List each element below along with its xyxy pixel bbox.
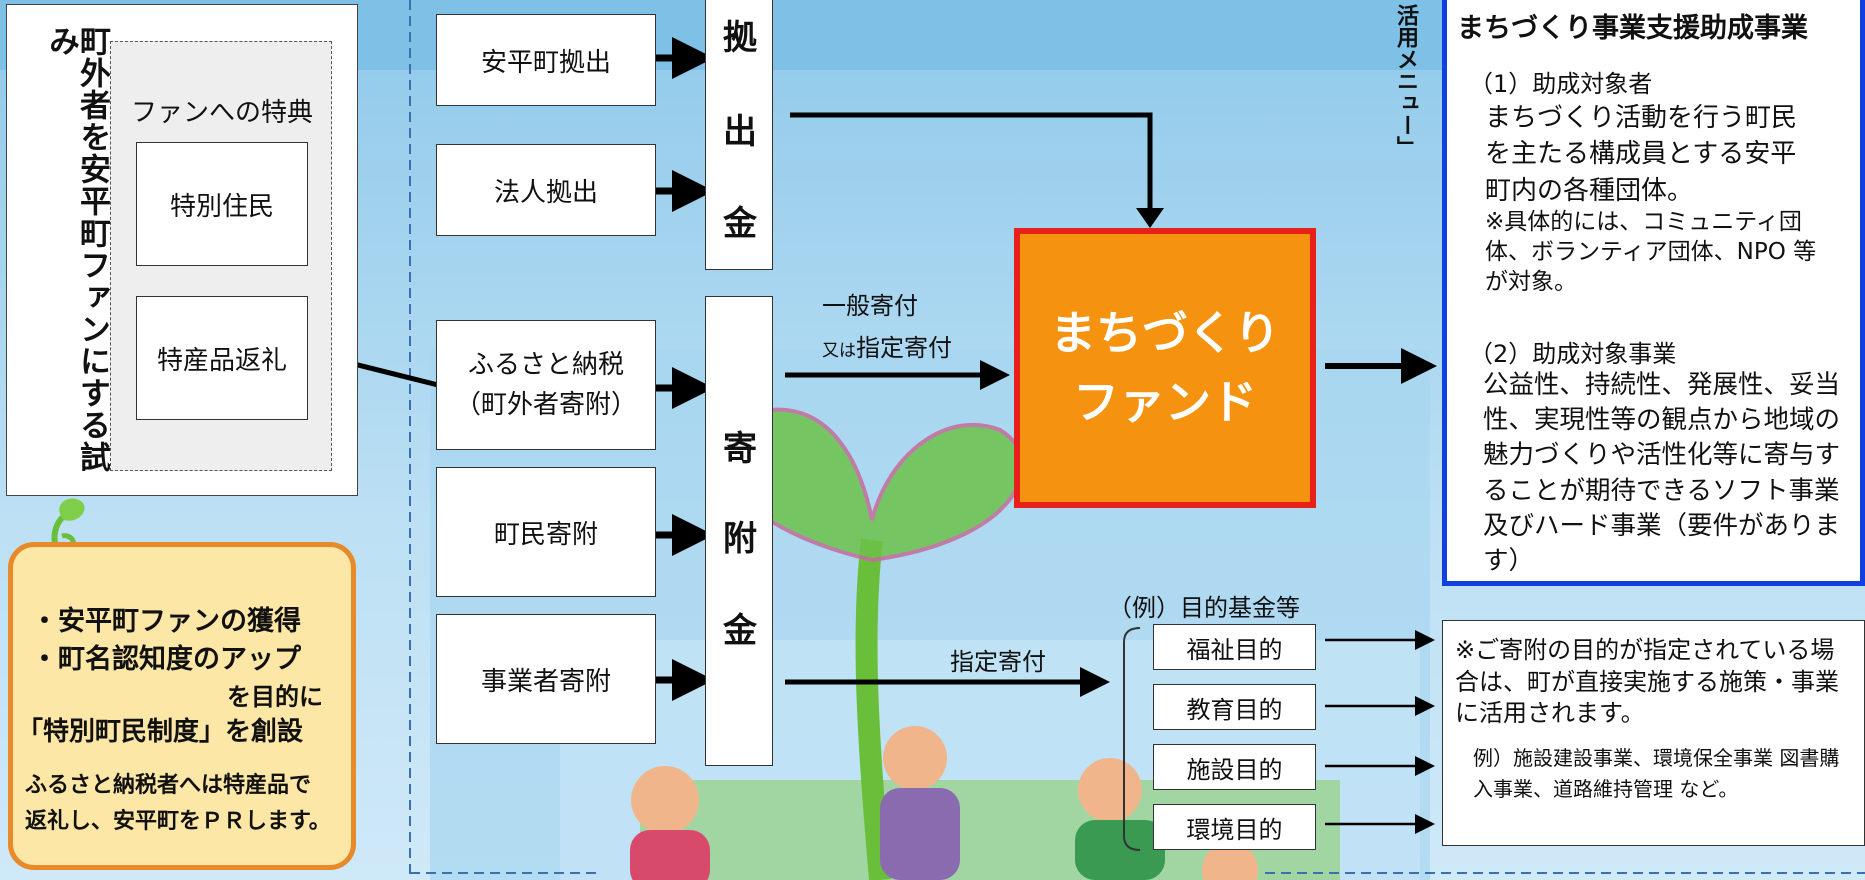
menu-vertical-label: 活用メニュー」	[1393, 4, 1418, 158]
kifu-column: 寄 附 金	[705, 296, 773, 766]
example-heading: （例）目的基金等	[1108, 594, 1300, 622]
fund-line-1: まちづくり	[1050, 306, 1280, 360]
source-furusato: ふるさと納税 （町外者寄附）	[436, 320, 656, 450]
label-ippan: 一般寄付	[822, 292, 918, 320]
fund-line-2: ファンド	[1073, 375, 1257, 429]
fund-shisetsu: 施設目的	[1153, 744, 1316, 790]
goal-box: ・安平町ファンの獲得 ・町名認知度のアップ を目的に 「特別町民制度」を創設 ふ…	[8, 542, 356, 870]
goal-note-2: 返礼し、安平町をＰＲします。	[25, 809, 331, 834]
fund-kyoiku: 教育目的	[1153, 684, 1316, 730]
label-shitei-2: 指定寄付	[950, 648, 1046, 676]
designated-text: ※ご寄附の目的が指定されている場合は、町が直接実施する施策・事業に活用されます。	[1455, 636, 1839, 728]
kyoshutsu-column: 拠 出 金	[705, 0, 773, 270]
menu-title: まちづくり事業支援助成事業	[1457, 13, 1808, 44]
menu-sec1-note: ※具体的には、コミュニティ団体、ボランティア団体、NPO 等が対象。	[1485, 209, 1817, 295]
source-furusato-line1: ふるさと納税	[467, 349, 624, 380]
kyoshutsu-char-3: 金	[723, 204, 757, 244]
menu-sec1-head: （1）助成対象者	[1469, 70, 1653, 98]
fan-heading: ファンへの特典	[130, 98, 313, 128]
source-hojin: 法人拠出	[436, 144, 656, 236]
machizukuri-fund: まちづくり ファンド	[1014, 228, 1316, 508]
label-matawa: 又は	[822, 341, 856, 361]
left-vertical-title: 町外者を安平町ファンにする試み	[43, 25, 110, 473]
fan-benefit-area: ファンへの特典 特別住民 特産品返礼	[110, 41, 332, 471]
label-matawa-shitei: 又は指定寄付	[822, 328, 952, 363]
kifu-char-1: 寄	[723, 429, 757, 469]
designated-note-box: ※ご寄附の目的が指定されている場合は、町が直接実施する施策・事業に活用されます。…	[1442, 620, 1865, 846]
arrow-kyoshutsu-to-fund	[790, 112, 1153, 210]
menu-sec2-head: （2）助成対象事業	[1469, 340, 1677, 368]
source-anpira: 安平町拠出	[436, 14, 656, 106]
goal-line-4: 「特別町民制度」を創設	[17, 717, 304, 747]
kifu-char-2: 附	[723, 519, 757, 559]
goal-bullet-1: ・安平町ファンの獲得	[31, 606, 301, 637]
menu-box: まちづくり事業支援助成事業 （1）助成対象者 まちづくり活動を行う町民を主たる構…	[1442, 0, 1865, 586]
menu-sec1-body: まちづくり活動を行う町民を主たる構成員とする安平町内の各種団体。	[1485, 103, 1798, 206]
kyoshutsu-char-2: 出	[723, 112, 757, 152]
source-furusato-line2: （町外者寄附）	[454, 390, 637, 420]
source-jigyosha: 事業者寄附	[436, 614, 656, 744]
left-panel: 町外者を安平町ファンにする試み ファンへの特典 特別住民 特産品返礼	[6, 4, 358, 496]
designated-example: 例）施設建設事業、環境保全事業 図書購入事業、道路維持管理 など。	[1473, 746, 1840, 801]
kyoshutsu-char-1: 拠	[723, 18, 757, 58]
goal-bullet-2: ・町名認知度のアップ	[31, 644, 301, 675]
benefit-tokusanhin: 特産品返礼	[136, 296, 308, 420]
goal-line-3: を目的に	[227, 683, 323, 711]
fund-kankyo: 環境目的	[1153, 804, 1316, 850]
fund-fukushi: 福祉目的	[1153, 624, 1316, 670]
benefit-tokubetsu-jumin: 特別住民	[136, 142, 308, 266]
source-chomin: 町民寄附	[436, 467, 656, 597]
label-shitei-1: 指定寄付	[856, 334, 952, 362]
kifu-char-3: 金	[723, 611, 757, 651]
goal-note-1: ふるさと納税者へは特産品で	[25, 773, 312, 798]
menu-sec2-body: 公益性、持続性、発展性、妥当性、実現性等の観点から地域の魅力づくりや活性化等に寄…	[1483, 370, 1841, 576]
